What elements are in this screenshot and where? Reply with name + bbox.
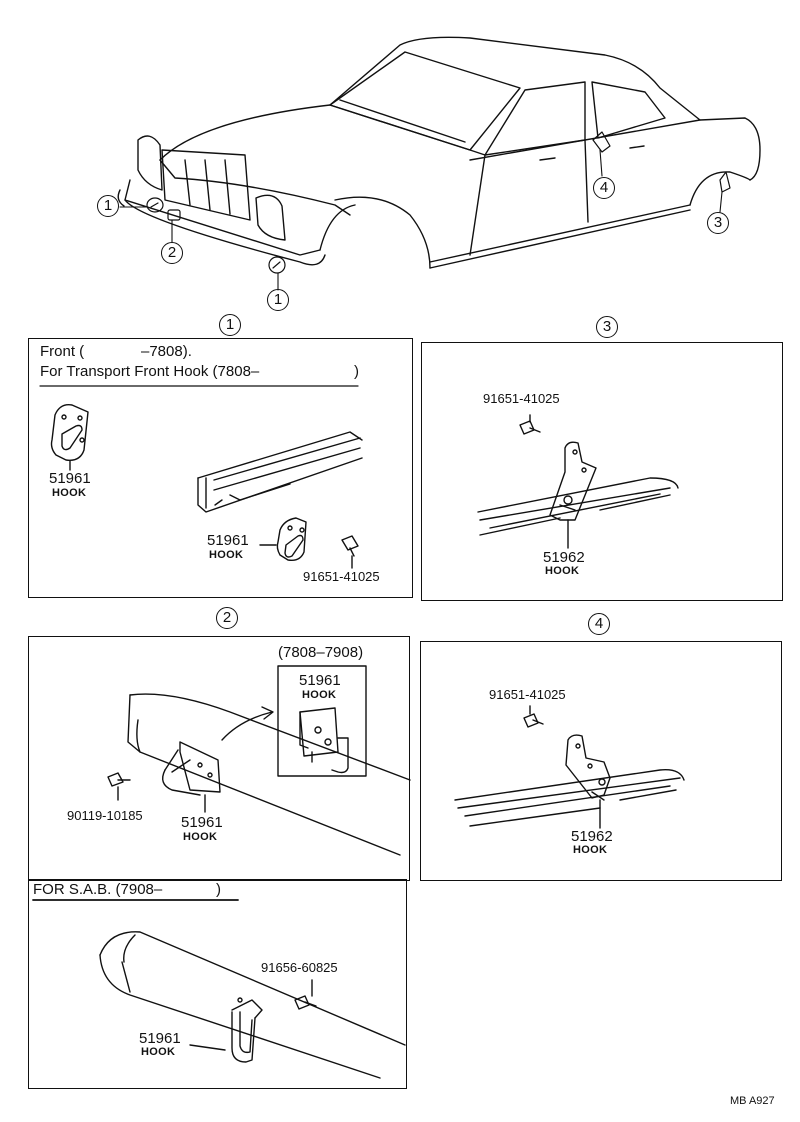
sab-header-b: ) [216,881,221,898]
panel4-part-bolt: 91651-41025 [489,687,566,702]
car-hook-markers [146,131,731,274]
panel1-title-front-b: –7808). [141,343,192,360]
panel-4-side-hook [420,641,782,881]
panel3-drawing [477,414,679,549]
panel1-part-hook-b: 51961 [207,532,249,549]
panel-3-rear-hook [421,342,783,601]
panel-2-front-hook [28,636,410,881]
callout-1-front-right: 1 [267,289,289,311]
panel1-title-transport-a: For Transport Front Hook (7808– [40,363,260,380]
panel-1-front-hook [28,338,413,598]
panel4-drawing [454,705,685,829]
car-overview-drawing [117,36,761,269]
panel2-inset-part: 51961 [299,672,341,689]
panel1-hook-label-b: HOOK [209,549,244,561]
section-label-3: 3 [596,316,618,338]
callout-leaders [119,149,723,291]
panel4-hook-label: HOOK [573,844,608,856]
panel2-inset-drawing [277,665,367,777]
panel3-part-bolt: 91651-41025 [483,391,560,406]
callout-3-car: 3 [707,212,729,234]
section-label-2: 2 [216,607,238,629]
sab-header-a: FOR S.A.B. (7908– [33,881,163,898]
panel1-drawing [50,404,363,569]
sab-part-hook: 51961 [139,1030,181,1047]
panel1-title-front-a: Front ( [40,343,85,360]
section-label-4: 4 [588,613,610,635]
panel2-inset-range: (7808–7908) [278,644,364,661]
panel4-part-hook: 51962 [571,828,613,845]
panel3-part-hook: 51962 [543,549,585,566]
callout-2-car: 2 [161,242,183,264]
sab-part-bolt: 91656-60825 [261,960,338,975]
panel2-part-hook: 51961 [181,814,223,831]
panel1-title-transport-b: ) [354,363,359,380]
panel1-part-hook-a: 51961 [49,470,91,487]
panel2-hook-label: HOOK [183,831,218,843]
panel3-hook-label: HOOK [545,565,580,577]
panel2-inset-hook-label: HOOK [302,689,337,701]
section-label-1: 1 [219,314,241,336]
panel2-part-bolt: 90119-10185 [67,808,143,823]
panel1-part-bolt: 91651-41025 [303,569,380,584]
panel2-drawing [107,693,411,856]
footer-code: MB A927 [730,1095,775,1107]
callout-1-front-left: 1 [97,195,119,217]
callout-4-car: 4 [593,177,615,199]
sab-hook-label: HOOK [141,1046,176,1058]
panel-sab-hook [28,879,407,1089]
panel1-hook-label-a: HOOK [52,487,87,499]
panel-sab-drawing [99,931,406,1079]
